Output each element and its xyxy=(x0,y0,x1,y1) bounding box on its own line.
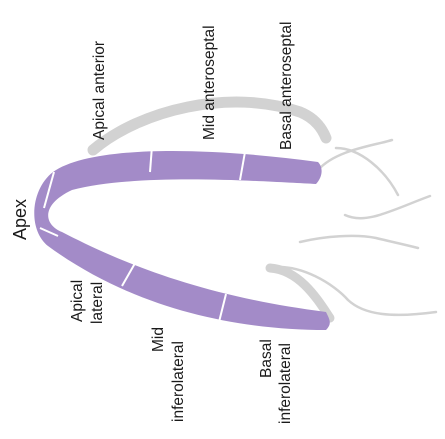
label-mid-inferolateral-line1: Mid xyxy=(150,327,167,352)
label-mid-anteroseptal: Mid anteroseptal xyxy=(201,25,218,140)
label-apex: Apex xyxy=(10,199,30,240)
atrial-outline-upper xyxy=(318,140,430,218)
segment-labels: Apex Apical anterior Mid anteroseptal Ba… xyxy=(10,22,295,424)
label-basal-anteroseptal: Basal anteroseptal xyxy=(278,22,295,150)
label-apical-lateral-line2: lateral xyxy=(89,282,106,324)
label-basal-inferolateral-line2: inferolateral xyxy=(277,343,294,424)
label-apical-anterior: Apical anterior xyxy=(91,41,108,140)
label-basal-inferolateral-line1: Basal xyxy=(258,339,275,378)
label-mid-inferolateral-line2: inferolateral xyxy=(170,341,187,422)
label-apical-lateral-line1: Apical xyxy=(69,280,86,322)
